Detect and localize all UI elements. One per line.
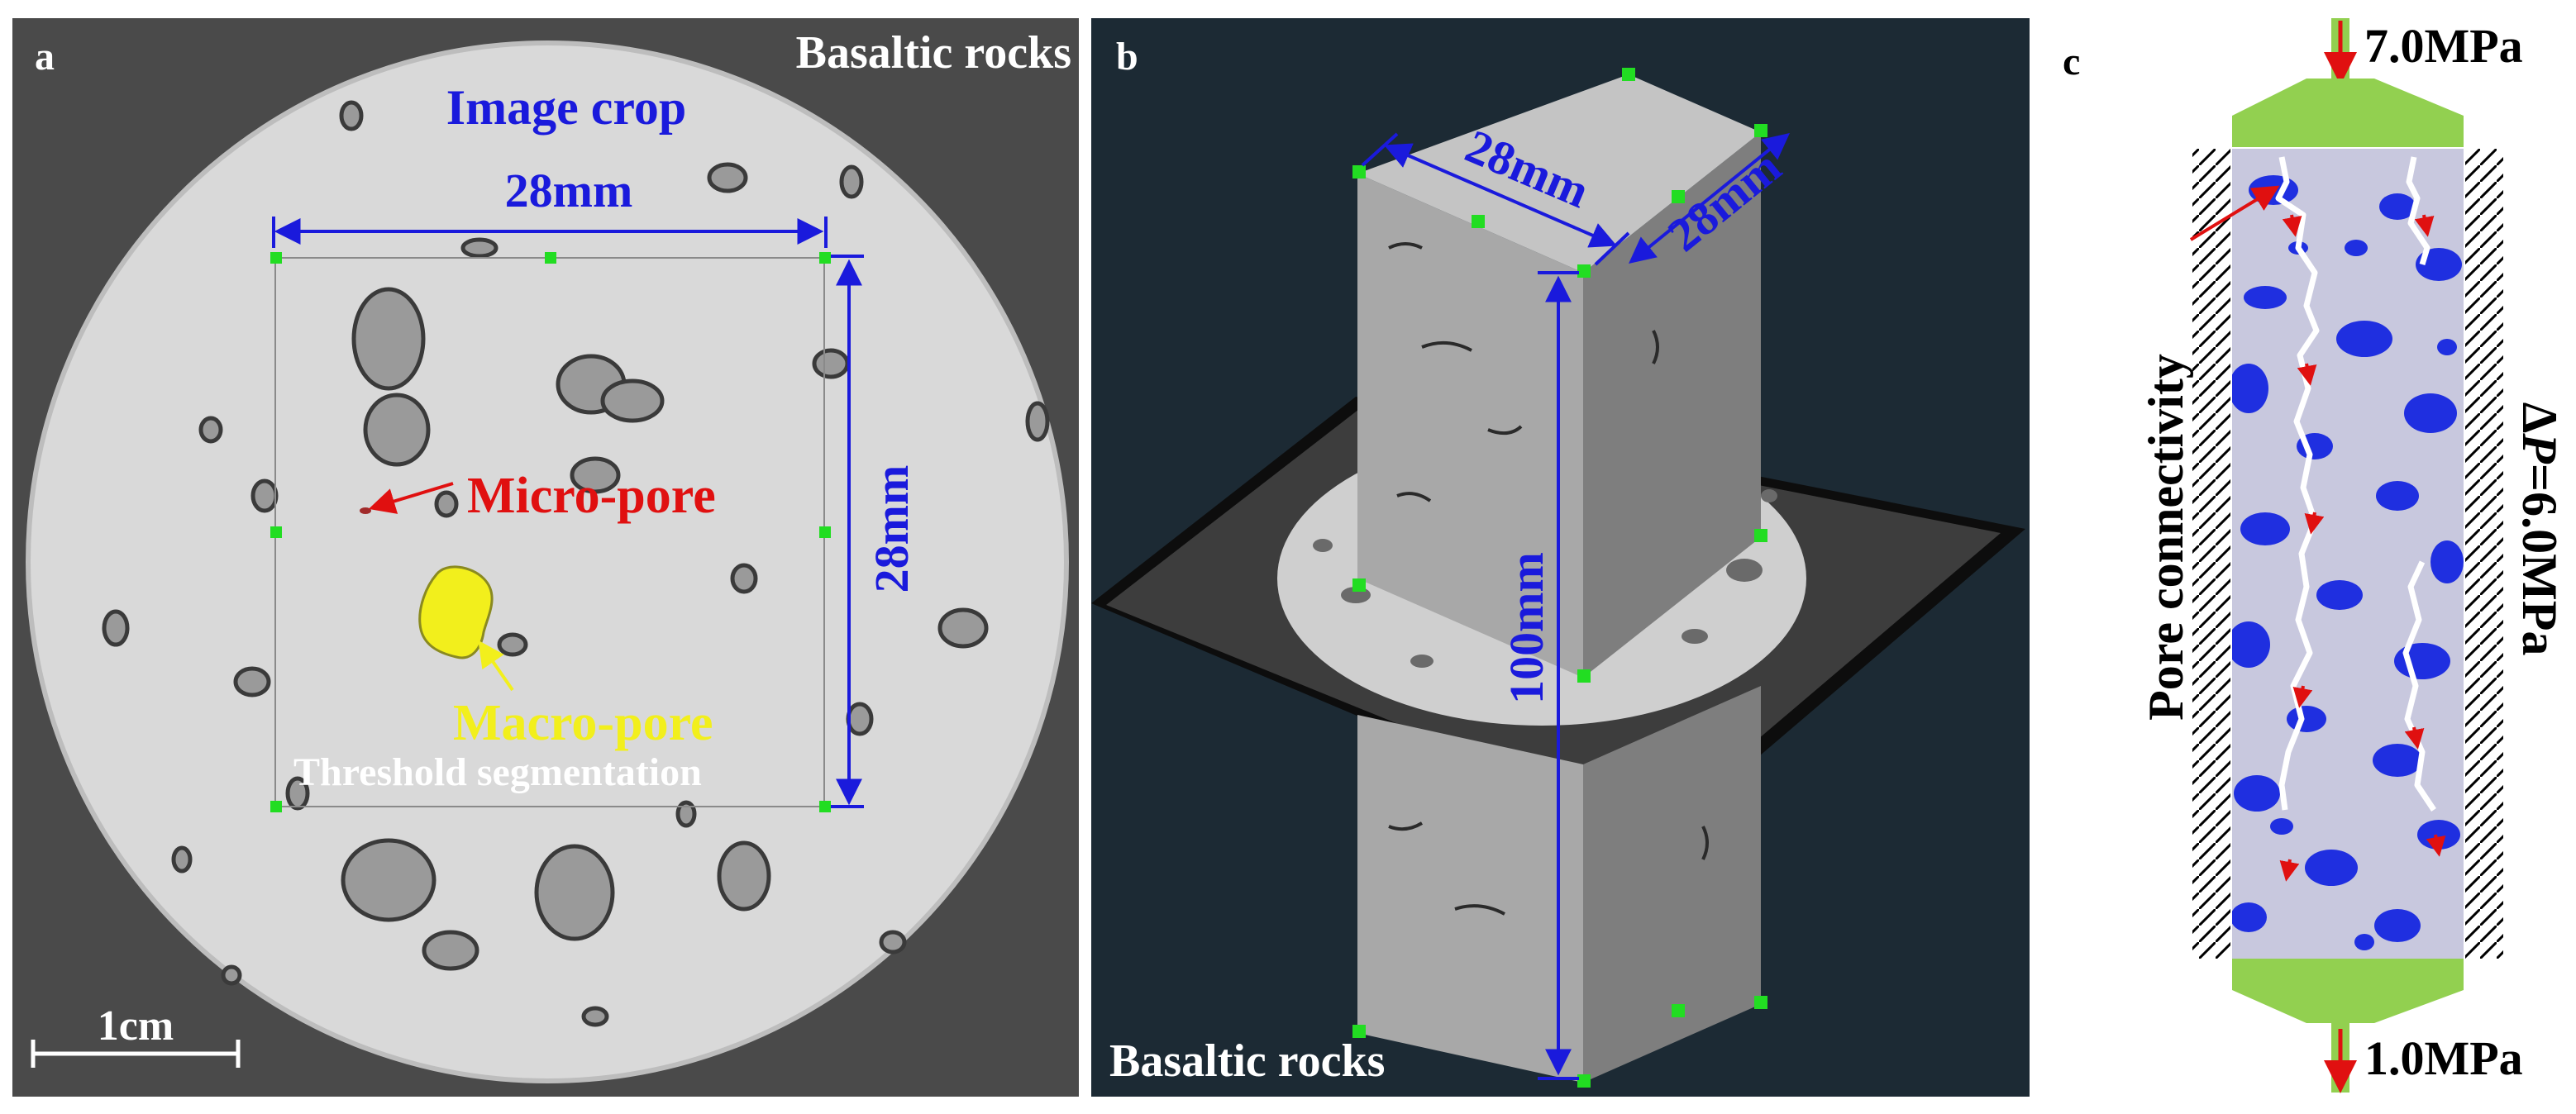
panel-c-letter: c bbox=[2063, 40, 2080, 83]
delta-symbol: Δ bbox=[2512, 402, 2567, 434]
rock-cross-section-rim bbox=[26, 40, 1069, 1083]
pressure-difference-label: ΔP=6.0MPa bbox=[2512, 402, 2567, 656]
crop-title: Image crop bbox=[446, 80, 687, 135]
prism-upper-front bbox=[1357, 174, 1583, 678]
pore-pointer-arrow bbox=[2189, 185, 2280, 241]
macro-pore-arrow bbox=[478, 640, 514, 692]
macro-pore-label: Macro-pore bbox=[453, 695, 713, 751]
macro-pore-highlight bbox=[418, 565, 494, 659]
scale-bar-label: 1cm bbox=[98, 1002, 174, 1050]
outlet-pressure-plate bbox=[2232, 959, 2464, 1023]
crop-height-label: 28mm bbox=[865, 465, 918, 593]
panel-a-corner-label: Basaltic rocks bbox=[796, 27, 1071, 79]
prism-lower-front bbox=[1357, 715, 1583, 1083]
inlet-pressure-plate bbox=[2232, 79, 2464, 147]
micro-pore-highlight bbox=[360, 507, 371, 514]
micro-pore-arrow bbox=[368, 482, 454, 514]
prism-lower-side bbox=[1583, 686, 1761, 1083]
outlet-pressure-label: 1.0MPa bbox=[2364, 1031, 2523, 1085]
delta-value: =6.0MPa bbox=[2512, 464, 2567, 655]
right-wall-hatch bbox=[2465, 149, 2503, 959]
prism-width-dimension-1 bbox=[1384, 143, 1617, 248]
panel-b-bottom-label: Basaltic rocks bbox=[1109, 1035, 1385, 1087]
panel-a: a Basaltic rocks Image crop 28mm 28mm Mi… bbox=[12, 18, 1079, 1097]
panel-b-letter: b bbox=[1116, 35, 1138, 79]
prism-height-label: 100mm bbox=[1500, 552, 1553, 704]
rock-cross-section bbox=[28, 43, 1066, 1081]
panel-c: c bbox=[2063, 18, 2567, 1093]
crop-width-label: 28mm bbox=[505, 164, 633, 217]
threshold-label: Threshold segmentation bbox=[293, 750, 702, 794]
inlet-pressure-label: 7.0MPa bbox=[2364, 19, 2523, 73]
flow-direction-arrows bbox=[2279, 214, 2446, 882]
pore-set-a bbox=[102, 100, 1050, 1027]
panel-a-letter: a bbox=[35, 35, 55, 79]
crop-markers bbox=[270, 252, 831, 812]
delta-variable: P bbox=[2512, 432, 2567, 464]
left-wall-hatch bbox=[2192, 149, 2230, 959]
prism-width-dimension-2 bbox=[1629, 132, 1790, 264]
pore-connectivity-label: Pore connectivity bbox=[2139, 354, 2193, 721]
micro-pore-label: Micro-pore bbox=[467, 468, 716, 524]
prism-upper-side bbox=[1583, 132, 1761, 678]
panel-b: b 28mm 28mm 100mm Basaltic rocks bbox=[1091, 18, 2030, 1097]
